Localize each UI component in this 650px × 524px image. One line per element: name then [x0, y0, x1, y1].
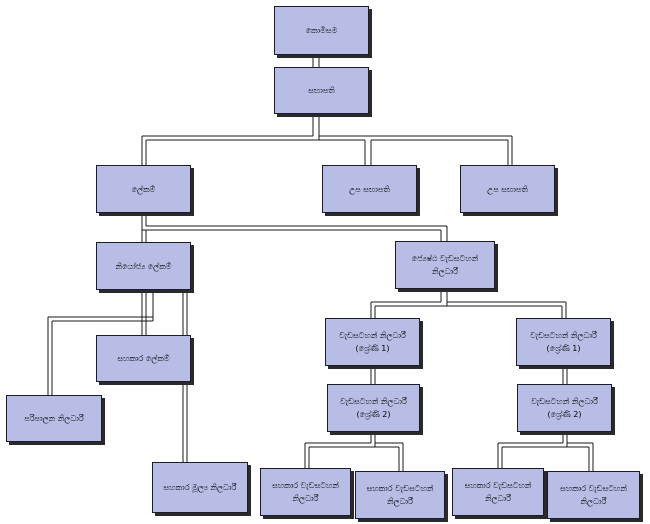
- asst-prog-officer-2-line2: නිලධාරී: [386, 497, 413, 506]
- asst-prog-officer-4-line2: නිලධාරී: [580, 497, 607, 506]
- asst-prog-officer-3-line2: නිලධාරී: [484, 494, 511, 503]
- asst-finance-officer-box: සහකාර මූල්‍ය නිලධාරී: [152, 462, 248, 513]
- prog-officer-grade2-left-line2: (ශ්‍රේණි 2): [356, 410, 391, 419]
- asst-prog-officer-box-2: සහකාර වැඩසටහන් නිලධාරී: [355, 471, 445, 519]
- asst-prog-officer-4-line1: සහකාර වැඩසටහන්: [560, 484, 627, 493]
- prog-officer-grade2-left-line1: වැඩසටහන් නිලධාරී: [340, 397, 407, 406]
- vice-chairman-label-2: උප සභාපති: [487, 184, 528, 194]
- chairman-box: සභාපති: [274, 67, 369, 114]
- senior-dev-officer-line1: ජ්‍යෙෂ්ඨ වැඩසටහන්: [411, 254, 479, 263]
- prog-officer-grade1-right-line2: (ශ්‍රේණි 1): [546, 344, 581, 353]
- asst-prog-officer-box-1: සහකාර වැඩසටහන් නිලධාරී: [260, 468, 351, 516]
- admin-officer-label: පරිපාලන නිලධාරී: [24, 414, 84, 423]
- asst-prog-officer-box-3: සහකාර වැඩසටහන් නිලධාරී: [452, 468, 544, 516]
- deputy-secretary-box: නියෝජ්‍ය ලේකම්: [96, 242, 191, 290]
- chairman-label: සභාපති: [308, 86, 335, 95]
- asst-finance-officer-label: සහකාර මූල්‍ය නිලධාරී: [163, 483, 237, 492]
- vice-chairman-box-1: උප සභාපති: [322, 165, 417, 213]
- vice-chairman-label-1: උප සභාපති: [349, 184, 390, 194]
- senior-dev-officer-line2: නිලධාරී: [432, 267, 458, 276]
- asst-prog-officer-2-line1: සහකාර වැඩසටහන්: [366, 484, 434, 493]
- prog-officer-grade1-left-line1: වැඩසටහන් නිලධාරී: [339, 331, 406, 340]
- secretary-label: ලේකම්: [131, 184, 156, 194]
- commission-box: කොමිසම: [274, 6, 369, 55]
- senior-dev-officer-box: ජ්‍යෙෂ්ඨ වැඩසටහන් නිලධාරී: [395, 241, 495, 289]
- prog-officer-grade2-left-box: වැඩසටහන් නිලධාරී (ශ්‍රේණි 2): [327, 384, 420, 432]
- vice-chairman-box-2: උප සභාපති: [460, 165, 555, 213]
- prog-officer-grade2-right-line2: (ශ්‍රේණි 2): [547, 410, 582, 419]
- secretary-box: ලේකම්: [96, 165, 191, 213]
- prog-officer-grade1-right-line1: වැඩසටහන් නිලධාරී: [530, 331, 597, 340]
- admin-officer-box: පරිපාලන නිලධාරී: [6, 395, 102, 442]
- asst-prog-officer-1-line1: සහකාර වැඩසටහන්: [272, 481, 339, 490]
- asst-prog-officer-box-4: සහකාර වැඩසටහන් නිලධාරී: [547, 471, 640, 519]
- assistant-secretary-box: සහකාර ලේකම්: [96, 335, 191, 382]
- assistant-secretary-label: සහකාර ලේකම්: [117, 354, 170, 363]
- asst-prog-officer-3-line1: සහකාර වැඩසටහන්: [464, 481, 532, 490]
- deputy-secretary-label: නියෝජ්‍ය ලේකම්: [115, 261, 172, 271]
- asst-prog-officer-1-line2: නිලධාරී: [292, 494, 319, 503]
- prog-officer-grade2-right-line1: වැඩසටහන් නිලධාරී: [531, 397, 598, 406]
- prog-officer-grade2-right-box: වැඩසටහන් නිලධාරී (ශ්‍රේණි 2): [517, 384, 612, 432]
- prog-officer-grade1-right-box: වැඩසටහන් නිලධාරී (ශ්‍රේණි 1): [516, 318, 611, 366]
- prog-officer-grade1-left-box: වැඩසටහන් නිලධාරී (ශ්‍රේණි 1): [325, 318, 420, 366]
- prog-officer-grade1-left-line2: (ශ්‍රේණි 1): [355, 344, 390, 353]
- commission-label: කොමිසම: [305, 26, 338, 35]
